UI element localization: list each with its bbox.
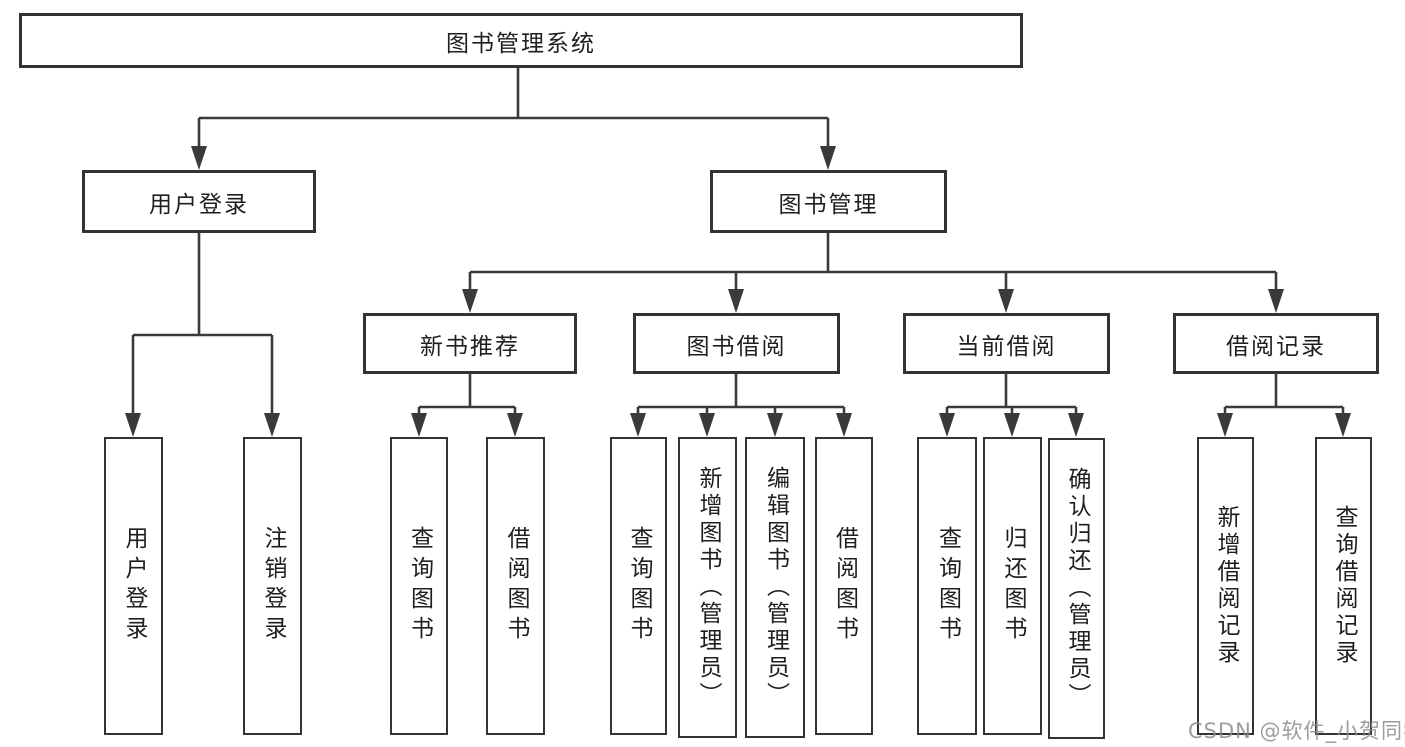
leaf-user-login: 用户登录 <box>104 437 163 735</box>
leaf-add-book-admin: 新增图书（管理员） <box>678 437 737 738</box>
leaf-borrow-borrow-book: 借阅图书 <box>815 437 873 735</box>
node-user-login-branch: 用户登录 <box>82 170 316 233</box>
leaf-add-borrow-record: 新增借阅记录 <box>1197 437 1254 735</box>
arrowheads <box>125 146 1351 437</box>
leaf-borrow-query-book: 查询图书 <box>610 437 667 735</box>
leaf-current-query-book: 查询图书 <box>917 437 977 735</box>
leaf-return-book: 归还图书 <box>983 437 1042 735</box>
leaf-recommend-query-book: 查询图书 <box>390 437 448 735</box>
leaf-confirm-return-admin: 确认归还（管理员） <box>1048 438 1105 739</box>
node-book-borrow: 图书借阅 <box>633 313 840 374</box>
leaf-recommend-borrow-book: 借阅图书 <box>486 437 545 735</box>
csdn-watermark: CSDN @软件_小贺同学 <box>1188 719 1405 743</box>
node-borrow-record: 借阅记录 <box>1173 313 1379 374</box>
leaf-edit-book-admin: 编辑图书（管理员） <box>745 437 805 738</box>
node-book-management: 图书管理 <box>710 170 947 233</box>
leaf-query-borrow-record: 查询借阅记录 <box>1315 437 1372 735</box>
node-new-book-recommend: 新书推荐 <box>363 313 577 374</box>
leaf-logout: 注销登录 <box>243 437 302 735</box>
node-root: 图书管理系统 <box>19 13 1023 68</box>
node-current-borrow: 当前借阅 <box>903 313 1110 374</box>
